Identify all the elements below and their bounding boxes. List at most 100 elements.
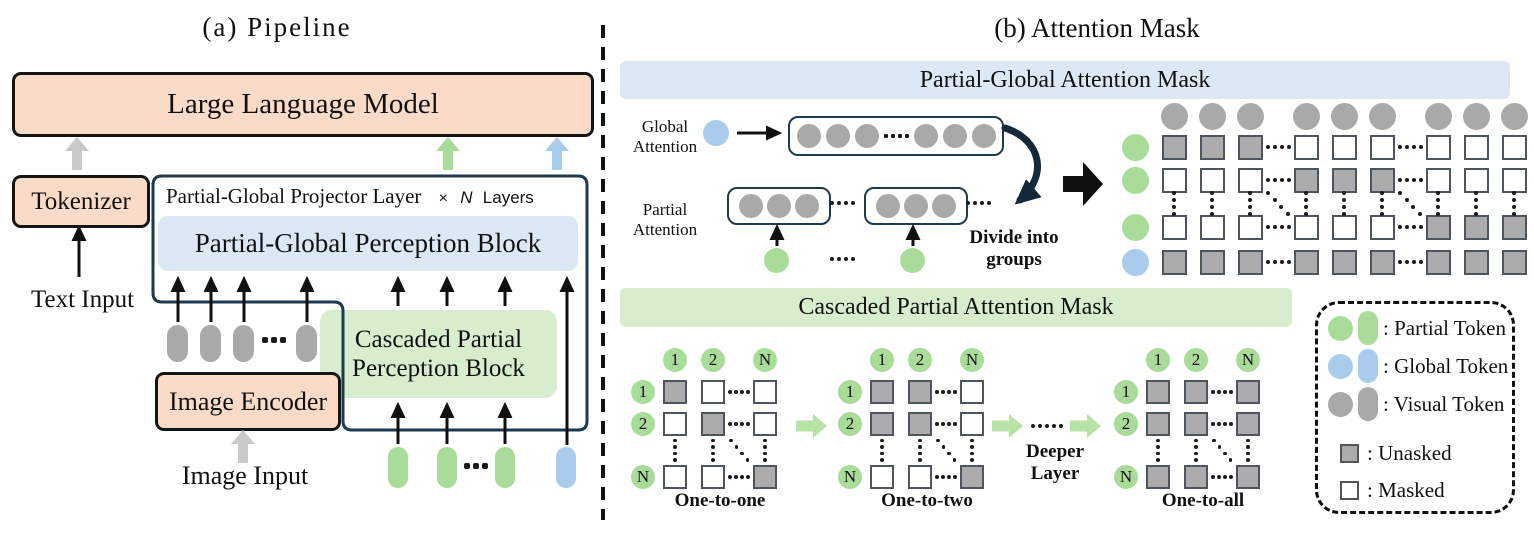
- partial-token-circle: 2: [1114, 412, 1138, 436]
- mask-cell-unasked: [663, 380, 687, 404]
- dots: [1223, 475, 1227, 479]
- dots: [1404, 197, 1409, 202]
- visual-token-circle: [1500, 102, 1528, 130]
- llm-label: Large Language Model: [167, 88, 439, 120]
- dots: [763, 445, 767, 449]
- mask-cell-unasked: [701, 412, 725, 436]
- dots: [1272, 145, 1277, 149]
- mask-cell-masked: [1501, 167, 1527, 193]
- cascaded-attention-banner: Cascaded Partial Attention Mask: [620, 288, 1292, 327]
- visual-token-circle: [1292, 102, 1320, 130]
- dots: [1246, 438, 1250, 442]
- dots: [1217, 390, 1221, 394]
- mask-cell-unasked: [870, 380, 894, 404]
- dots: [1411, 145, 1416, 149]
- text-input-label: Text Input: [30, 286, 135, 313]
- mask-cell-unasked: [1331, 249, 1357, 275]
- global-token-circle: [703, 120, 729, 146]
- dots: [970, 458, 974, 462]
- legend-label: : Unasked: [1367, 441, 1452, 465]
- dots: [1436, 211, 1440, 216]
- panel-a-title: (a) Pipeline: [202, 12, 352, 42]
- dots: [1279, 178, 1284, 182]
- mask-cell-masked: [1463, 167, 1489, 193]
- dots: [472, 462, 480, 470]
- dots: [1246, 458, 1250, 462]
- mask-cell-unasked: [753, 465, 777, 489]
- dots: [1404, 260, 1409, 264]
- mask-cell-masked: [1425, 134, 1451, 160]
- mask-cell-masked: [1199, 214, 1225, 240]
- mask-cell-unasked: [1463, 249, 1489, 275]
- mask-cell-unasked: [1237, 249, 1263, 275]
- dots: [1474, 211, 1478, 216]
- visual-token-pill-icon: [1358, 387, 1378, 421]
- mask-cell-unasked: [1369, 249, 1395, 275]
- dots: [1211, 422, 1215, 426]
- dots: [261, 336, 269, 344]
- dots: [728, 475, 732, 479]
- mask-cell-masked: [1463, 134, 1489, 160]
- visual-token: [876, 194, 900, 218]
- visual-token: [904, 194, 928, 218]
- visual-token: [942, 124, 967, 148]
- dots: [936, 438, 940, 442]
- dots: [673, 438, 677, 442]
- visual-token-circle: [1330, 102, 1358, 130]
- mask-cell-unasked: [1199, 134, 1225, 160]
- dots: [1223, 422, 1227, 426]
- dots: [1217, 475, 1221, 479]
- dots: [1210, 204, 1214, 209]
- attention-word: Attention: [632, 220, 698, 240]
- visual-token-circle: [1462, 102, 1490, 130]
- dots: [1248, 190, 1252, 195]
- visual-token-circle-icon: [1328, 391, 1353, 417]
- dots: [1248, 197, 1252, 202]
- dots: [1229, 475, 1233, 479]
- dots: [1512, 211, 1516, 216]
- mask-cell-unasked: [1146, 380, 1170, 404]
- dots: [1272, 225, 1277, 229]
- dots: [970, 451, 974, 455]
- dots: [843, 201, 848, 205]
- dots: [953, 390, 957, 394]
- dots: [1418, 178, 1423, 182]
- dots: [918, 451, 922, 455]
- dots: [1266, 190, 1271, 195]
- mask-cell-masked: [1293, 214, 1319, 240]
- mask-cell-unasked: [1331, 167, 1357, 193]
- dots: [1228, 458, 1232, 462]
- dots: [1304, 197, 1308, 202]
- dots: [734, 390, 738, 394]
- dots: [270, 336, 278, 344]
- legend-item-unasked: : Unasked: [1318, 441, 1452, 466]
- mask-cell-unasked: [1161, 249, 1187, 275]
- dots: [836, 201, 841, 205]
- dots: [711, 445, 715, 449]
- dots: [711, 438, 715, 442]
- dots: [740, 451, 744, 455]
- dots: [1031, 424, 1035, 428]
- mask-cell-masked: [663, 465, 687, 489]
- mask-cell-unasked: [1237, 134, 1263, 160]
- dots: [1172, 197, 1176, 202]
- mask-cell-masked: [1237, 167, 1263, 193]
- partial-token-circle: N: [753, 348, 777, 372]
- partial-token-circle: [1121, 166, 1149, 194]
- dots: [965, 201, 970, 205]
- dots: [829, 257, 834, 261]
- visual-token-circle: [1236, 102, 1264, 130]
- pg-attention-banner: Partial-Global Attention Mask: [620, 61, 1510, 99]
- dots: [947, 390, 951, 394]
- dots: [1397, 260, 1402, 264]
- grid-title: One-to-one: [674, 490, 766, 511]
- dots: [1194, 451, 1198, 455]
- partial-token-circle: N: [1236, 348, 1260, 372]
- partial-token-circle: [900, 248, 925, 273]
- dots: [1272, 178, 1277, 182]
- grid-title: One-to-two: [881, 490, 973, 511]
- dots: [740, 475, 744, 479]
- dots: [746, 422, 750, 426]
- mask-cell-unasked: [1293, 249, 1319, 275]
- dots: [918, 445, 922, 449]
